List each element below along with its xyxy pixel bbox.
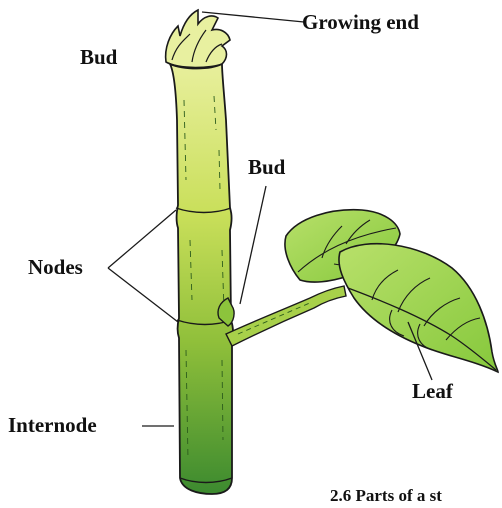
terminal-bud (166, 10, 230, 68)
bud-side-pointer (240, 186, 266, 304)
label-bud-side: Bud (248, 157, 285, 178)
main-stem (170, 64, 233, 494)
label-leaf: Leaf (412, 381, 453, 402)
label-nodes: Nodes (28, 257, 83, 278)
label-internode: Internode (8, 415, 97, 436)
nodes-pointer-upper (108, 210, 176, 268)
petiole (226, 286, 346, 346)
label-growing-end: Growing end (302, 12, 419, 33)
nodes-pointer-lower (108, 268, 178, 322)
main-leaf (339, 244, 498, 372)
label-bud-top: Bud (80, 47, 117, 68)
figure-caption: 2.6 Parts of a st (330, 487, 442, 504)
